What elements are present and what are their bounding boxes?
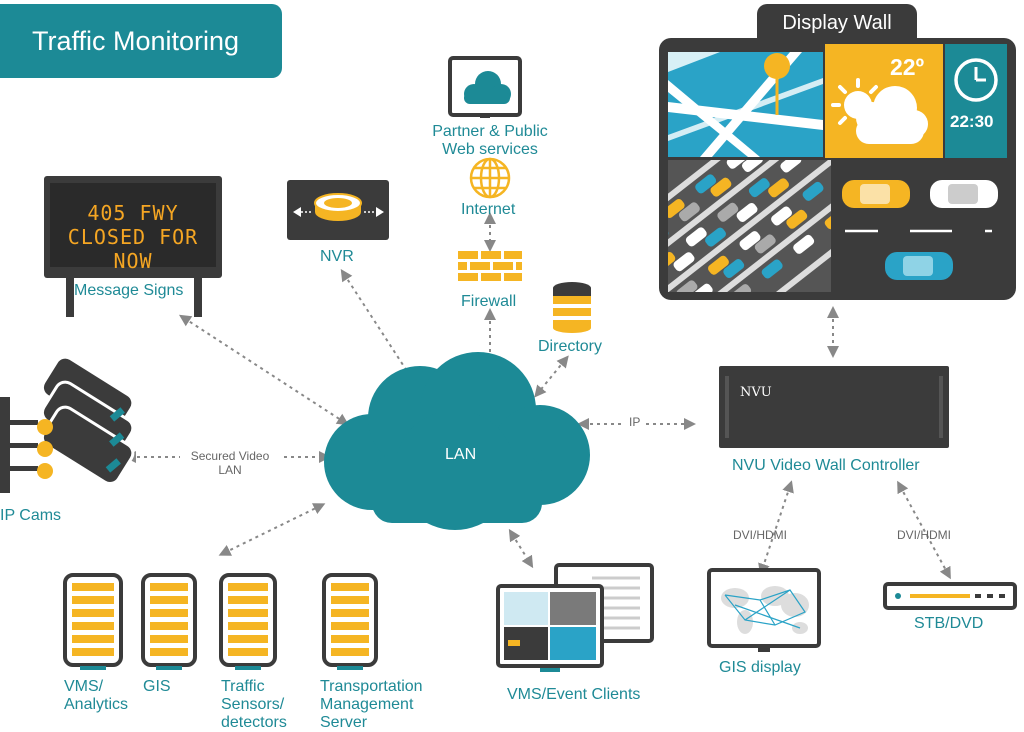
dvi-hdmi-label-1: DVI/HDMI bbox=[733, 528, 787, 542]
server-label-sensors: Traffic Sensors/ detectors bbox=[221, 678, 287, 731]
vms-clients-icon bbox=[496, 563, 654, 672]
controller-label: NVU Video Wall Controller bbox=[732, 457, 920, 474]
link-directory-lan bbox=[534, 355, 569, 398]
partner-monitor-icon bbox=[448, 56, 522, 118]
server-vms-icon bbox=[63, 573, 123, 670]
nvr-label: NVR bbox=[320, 248, 354, 265]
message-sign-line-1: 405 FWY bbox=[87, 201, 179, 225]
title-banner bbox=[0, 4, 282, 78]
ip-cams-label: IP Cams bbox=[0, 507, 62, 524]
directory-db-icon bbox=[553, 282, 591, 333]
server-label-gis: GIS bbox=[143, 678, 171, 695]
vms-clients-label: VMS/Event Clients bbox=[507, 686, 641, 703]
lan-cloud bbox=[324, 352, 590, 530]
server-icons bbox=[63, 573, 378, 670]
display-wall-tab bbox=[757, 4, 917, 40]
display-wall-frame bbox=[659, 38, 1016, 300]
dvi-hdmi-label-2: DVI/HDMI bbox=[897, 528, 951, 542]
link-signs-lan bbox=[178, 314, 350, 426]
controller-device-icon bbox=[719, 366, 949, 448]
server-sensors-icon bbox=[219, 573, 277, 670]
gis-display-label: GIS display bbox=[719, 659, 801, 676]
ip-cams-icon bbox=[0, 355, 135, 493]
stb-dvd-label: STB/DVD bbox=[914, 615, 984, 632]
cloud-icon bbox=[856, 86, 928, 144]
link-controller-gis bbox=[758, 480, 794, 576]
link-servers-lan bbox=[218, 503, 326, 556]
link-controller-stb bbox=[897, 480, 951, 580]
firewall-icon bbox=[458, 251, 522, 281]
globe-icon bbox=[469, 157, 511, 199]
traffic-tile bbox=[668, 160, 831, 292]
directory-label: Directory bbox=[538, 338, 603, 355]
server-label-vms: VMS/ Analytics bbox=[64, 678, 129, 713]
server-gis-icon bbox=[141, 573, 197, 670]
lan-label: LAN bbox=[445, 446, 477, 463]
partner-label: Partner & Public Web services bbox=[432, 123, 548, 158]
internet-label: Internet bbox=[461, 201, 516, 218]
temperature-readout: 22º bbox=[890, 54, 924, 80]
message-sign-icon bbox=[44, 176, 222, 317]
message-sign-line-2: CLOSED FOR NOW bbox=[67, 225, 199, 273]
page-title: Traffic Monitoring bbox=[32, 26, 240, 56]
car-white-icon bbox=[930, 180, 998, 208]
ip-link-label: IP bbox=[625, 415, 645, 429]
secured-video-label: Secured Video LAN bbox=[180, 449, 280, 477]
map-tile bbox=[668, 52, 823, 157]
nvu-logo: NVU bbox=[740, 385, 772, 400]
message-sign-text: 405 FWY CLOSED FOR NOW bbox=[45, 201, 221, 273]
clock-icon bbox=[954, 58, 998, 102]
link-nvr-lan bbox=[340, 268, 420, 391]
server-label-transport: Transportation Management Server bbox=[320, 678, 423, 731]
car-yellow-icon bbox=[842, 180, 910, 208]
firewall-label: Firewall bbox=[461, 293, 517, 310]
message-signs-label: Message Signs bbox=[74, 282, 184, 299]
car-blue-icon bbox=[885, 252, 953, 280]
gis-display-icon bbox=[707, 568, 821, 652]
connectors bbox=[124, 212, 951, 580]
stb-dvd-icon bbox=[883, 582, 1017, 610]
link-lan-clients bbox=[508, 528, 534, 569]
nvr-device-icon bbox=[287, 180, 389, 240]
clock-readout: 22:30 bbox=[950, 112, 994, 131]
server-transport-icon bbox=[322, 573, 378, 670]
display-wall-title: Display Wall bbox=[782, 12, 892, 34]
